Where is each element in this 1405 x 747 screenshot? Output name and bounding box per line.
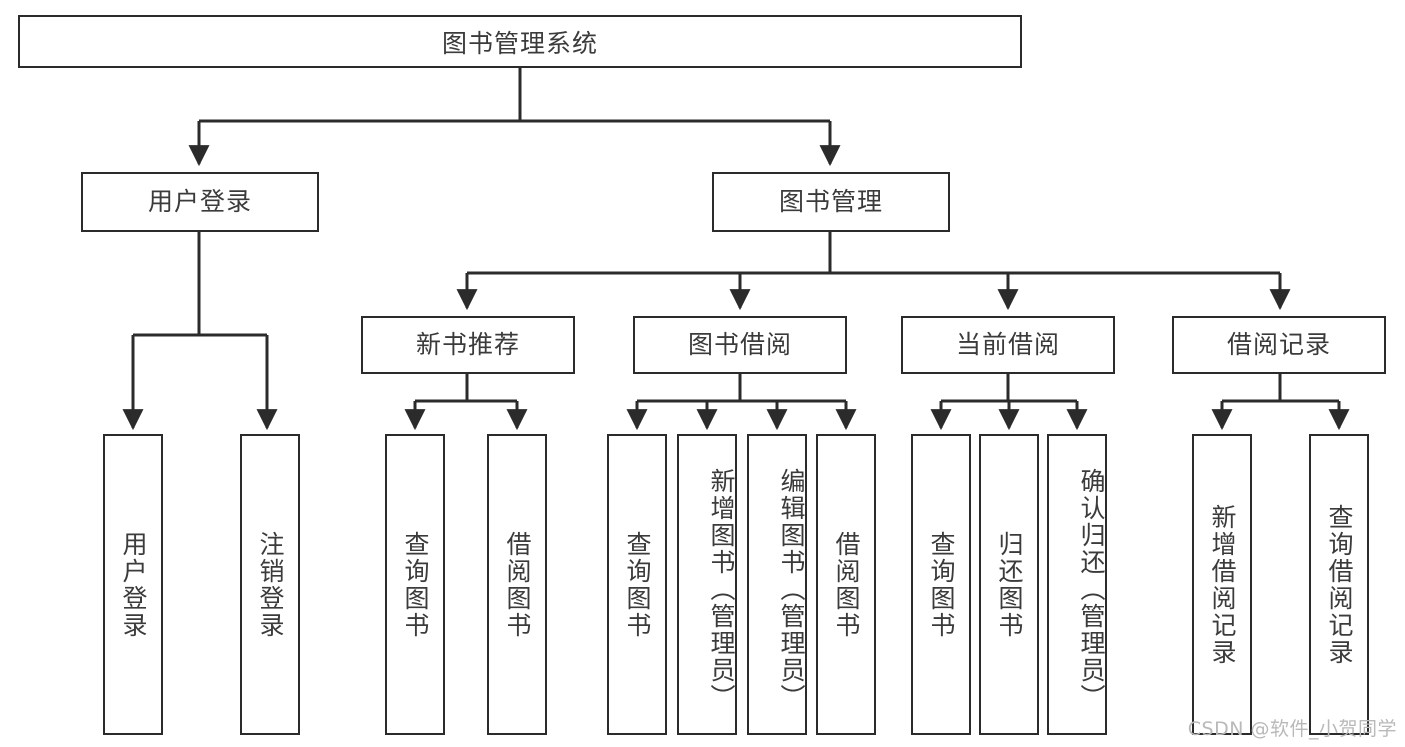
node-root[interactable]: 图书管理系统 — [18, 15, 1022, 68]
node-book-manage[interactable]: 图书管理 — [712, 172, 950, 232]
leaf-borrow-record-add-record[interactable]: 新增借阅记录 — [1192, 434, 1252, 735]
leaf-current-borrow-return-book[interactable]: 归还图书 — [979, 434, 1039, 735]
leaf-user-login-logout[interactable]: 注销登录 — [240, 434, 300, 735]
leaf-borrow-record-query-record[interactable]: 查询借阅记录 — [1309, 434, 1369, 735]
leaf-book-borrow-borrow-book[interactable]: 借阅图书 — [816, 434, 876, 735]
node-user-login[interactable]: 用户登录 — [81, 172, 319, 232]
node-borrow-record[interactable]: 借阅记录 — [1172, 316, 1386, 374]
leaf-book-borrow-query-book[interactable]: 查询图书 — [607, 434, 667, 735]
leaf-current-borrow-confirm-return[interactable]: 确认归还（管理员） — [1047, 434, 1107, 735]
leaf-new-book-borrow-book[interactable]: 借阅图书 — [487, 434, 547, 735]
leaf-user-login-login[interactable]: 用户登录 — [103, 434, 163, 735]
watermark-text: CSDN @软件_小贺同学 — [1187, 718, 1397, 740]
leaf-new-book-query-book[interactable]: 查询图书 — [385, 434, 445, 735]
leaf-book-borrow-add-book[interactable]: 新增图书（管理员） — [677, 434, 737, 735]
node-book-borrow[interactable]: 图书借阅 — [633, 316, 847, 374]
leaf-book-borrow-edit-book[interactable]: 编辑图书（管理员） — [747, 434, 807, 735]
leaf-current-borrow-query-book[interactable]: 查询图书 — [911, 434, 971, 735]
node-new-book-recommend[interactable]: 新书推荐 — [361, 316, 575, 374]
node-current-borrow[interactable]: 当前借阅 — [901, 316, 1115, 374]
